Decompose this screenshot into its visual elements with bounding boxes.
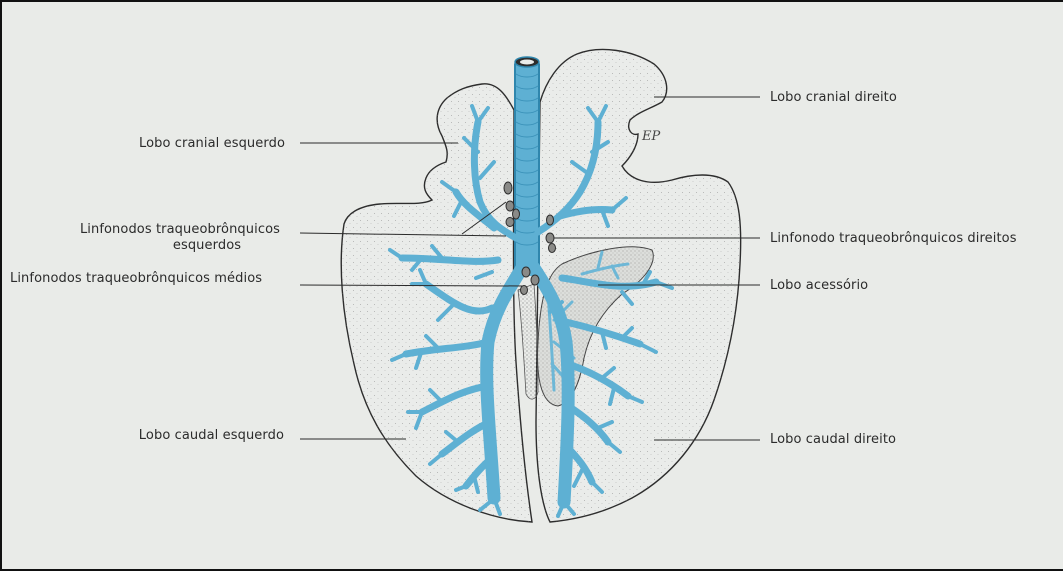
lymph-node: [521, 286, 528, 295]
label-linfonodos-esquerdos-line1: Linfonodos traqueobrônquicos: [80, 222, 280, 237]
lymph-node: [506, 201, 514, 211]
label-lobo-cranial-direito: Lobo cranial direito: [770, 90, 897, 105]
lymph-node: [531, 275, 539, 285]
label-lobo-acessorio: Lobo acessório: [770, 278, 868, 293]
lymph-node: [547, 215, 554, 225]
artist-signature: EP: [641, 129, 660, 144]
label-lobo-caudal-direito: Lobo caudal direito: [770, 432, 896, 447]
lymph-node: [513, 209, 520, 219]
lymph-node: [549, 244, 556, 253]
label-lobo-cranial-esquerdo: Lobo cranial esquerdo: [139, 136, 285, 151]
label-linfonodos-medios: Linfonodos traqueobrônquicos médios: [10, 271, 262, 286]
lymph-node: [504, 182, 512, 194]
mediastinum-shading: [518, 284, 538, 399]
lymph-node: [546, 233, 554, 243]
label-linfonodo-direitos: Linfonodo traqueobrônquicos direitos: [770, 231, 1017, 246]
lymph-node: [506, 218, 514, 227]
lymph-node: [522, 267, 530, 277]
label-linfonodos-esquerdos-line2: esquerdos: [173, 238, 241, 253]
label-lobo-caudal-esquerdo: Lobo caudal esquerdo: [139, 428, 284, 443]
